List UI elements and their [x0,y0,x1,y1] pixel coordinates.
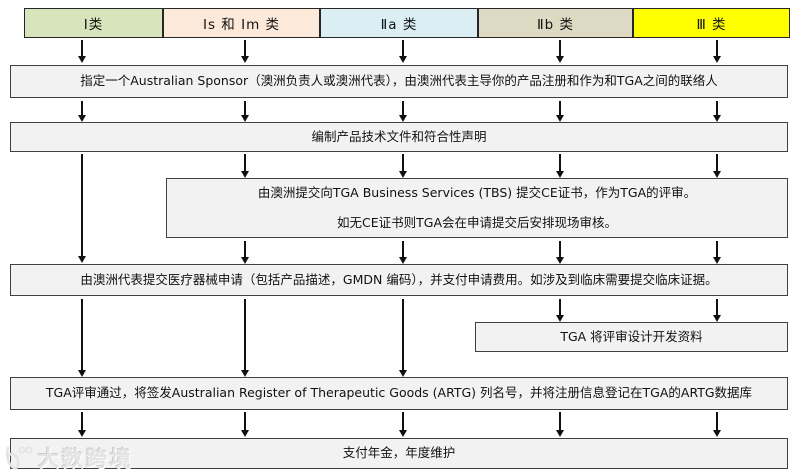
step-appoint-sponsor-text: 指定一个Australian Sponsor（澳洲负责人或澳洲代表），由澳洲代表… [80,73,718,89]
step-artg-listing-text: TGA评审通过，将签发Australian Register of Therap… [45,385,753,401]
flow-arrow [716,241,718,257]
flow-arrow [244,101,246,115]
flow-arrow [81,101,83,115]
step-design-review-text: TGA 将评审设计开发资料 [560,328,703,344]
flow-arrow [716,101,718,115]
flow-arrow [559,299,561,315]
flow-arrow [402,241,404,257]
class-header-label: Ⅰs 和 Ⅰm 类 [202,17,281,33]
flow-arrow [81,40,83,56]
flow-arrow [244,154,246,171]
step-tbs-ce-certificate: 由澳洲提交向TGA Business Services (TBS) 提交CE证书… [166,178,788,238]
flow-arrow [716,154,718,171]
flow-arrow [81,412,83,430]
flow-arrow [559,241,561,257]
class-header-label: Ⅱa 类 [380,17,418,33]
flow-arrow [244,412,246,430]
flow-arrow [559,154,561,171]
flow-arrow [402,299,404,370]
class-header-class-iia: Ⅱa 类 [320,8,478,38]
step-artg-listing: TGA评审通过，将签发Australian Register of Therap… [10,377,788,410]
flow-arrow [402,154,404,171]
step-appoint-sponsor: 指定一个Australian Sponsor（澳洲负责人或澳洲代表），由澳洲代表… [10,65,788,98]
class-header-class-i: Ⅰ类 [24,8,163,38]
class-header-class-iib: Ⅱb 类 [478,8,633,38]
step-design-review: TGA 将评审设计开发资料 [475,322,788,352]
flow-arrow-class-i-bypass [81,154,83,256]
class-header-class-iii: Ⅲ 类 [633,8,790,38]
flow-arrow [402,40,404,56]
step-device-application: 由澳洲代表提交医疗器械申请（包括产品描述，GMDN 编码），并支付申请费用。如涉… [10,264,788,296]
flow-arrow [402,412,404,430]
step-device-application-text: 由澳洲代表提交医疗器械申请（包括产品描述，GMDN 编码），并支付申请费用。如涉… [80,271,718,287]
flow-arrow [559,40,561,56]
flow-arrow [559,101,561,115]
class-header-class-is-im: Ⅰs 和 Ⅰm 类 [163,8,320,38]
flow-arrow [244,299,246,370]
class-header-label: Ⅲ 类 [696,17,727,33]
step-annual-fee-text: 支付年金，年度维护 [342,445,456,461]
flow-arrow [402,101,404,115]
step-tbs-line1: 由澳洲提交向TGA Business Services (TBS) 提交CE证书… [257,184,697,200]
flow-arrow [244,241,246,257]
flow-arrow [244,40,246,56]
flow-arrow [716,412,718,430]
class-header-label: Ⅰ类 [83,17,104,33]
flow-arrow [81,299,83,370]
flow-arrow [716,299,718,315]
step-tbs-line2: 如无CE证书则TGA会在申请提交后安排现场审核。 [337,214,617,230]
step-tech-docs-text: 编制产品技术文件和符合性声明 [311,128,487,144]
flow-arrow [559,412,561,430]
step-tech-docs: 编制产品技术文件和符合性声明 [10,122,788,152]
class-header-label: Ⅱb 类 [536,17,574,33]
flow-arrow [716,40,718,56]
step-annual-fee: 支付年金，年度维护 [10,438,788,469]
